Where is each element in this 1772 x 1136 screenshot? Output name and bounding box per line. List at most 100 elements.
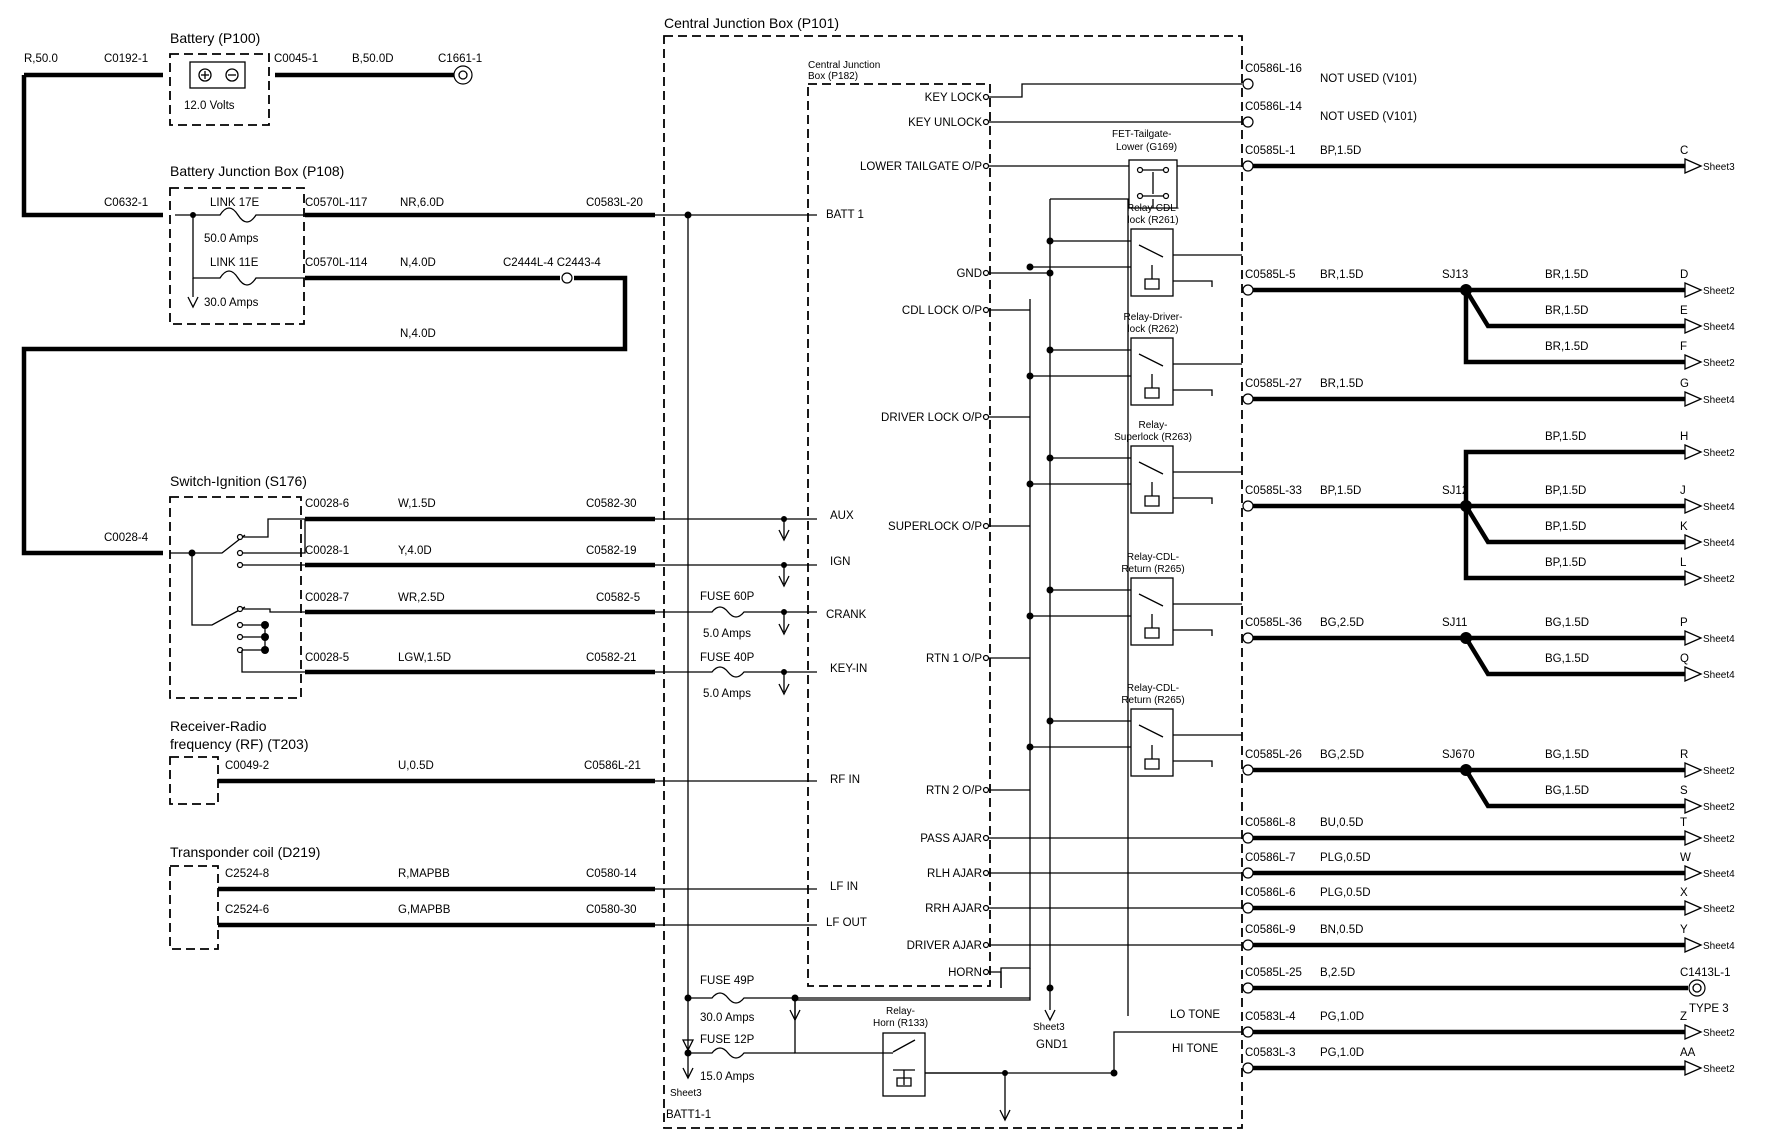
relay-coil-link [1173,760,1213,767]
ign-row3-conn: C0028-5 [305,652,349,664]
sheet-arrow-icon [1684,158,1703,174]
connector-pin-icon [1242,939,1254,951]
output-letter: AA [1680,1047,1696,1059]
end-conn: C1413L-1 [1680,967,1731,979]
output-conn: C0585L-26 [1245,749,1302,761]
connector-pin-icon [1242,832,1254,844]
sheet-ref: Sheet4 [1703,670,1735,681]
relay-coil-link [1173,389,1213,396]
output-wire-label: PLG,0.5D [1320,887,1371,899]
sheet-arrow-icon [1684,1024,1703,1040]
inner-pin-label: RTN 2 O/P [926,785,982,797]
bjb-link2-amps: 30.0 Amps [204,297,259,309]
connector-pin-icon [1242,902,1254,914]
branch-letter: H [1680,431,1688,443]
receiver-title-2: frequency (RF) (T203) [170,736,308,752]
bjb-link2: LINK 11E [210,257,259,269]
pin-terminal [982,269,990,277]
sheet-ref: Sheet3 [1703,162,1735,173]
relay-group: Relay-CDL-lock (R261)Relay-Driver-lock (… [1026,203,1242,777]
branch-wire-label: BP,1.5D [1545,557,1586,569]
pin-crank: CRANK [826,609,867,621]
pin-terminal [982,786,990,794]
sheet-ref: Sheet2 [1703,802,1735,813]
relay-coil-icon [1138,353,1164,399]
relay-coil-link [1173,629,1213,636]
output-letter: Y [1680,924,1688,936]
sheet-arrow-icon [1684,937,1703,953]
ign-row2-conn: C0028-7 [305,592,349,604]
ign-row2-cjb: C0582-5 [596,592,640,604]
relay-coil-icon [1138,461,1164,507]
output-wire-label: BR,1.5D [1320,269,1363,281]
tr-row0-cjb: C0580-14 [586,868,637,880]
splice-label: SJ13 [1442,269,1468,281]
pin-lf-out: LF OUT [826,917,867,929]
output-conn: C0583L-3 [1245,1047,1296,1059]
battery-out-wire: B,50.0D [352,53,394,65]
lo-tone-label: LO TONE [1170,1009,1220,1021]
pin-terminal [982,904,990,912]
relay-coil-link [1173,280,1213,287]
branch-letter: J [1680,485,1686,497]
sheet-arrow-icon [1684,666,1703,682]
cjb-batt-pin: BATT 1 [826,209,864,221]
output-conn: C0585L-36 [1245,617,1302,629]
sheet-arrow-icon [1684,570,1703,586]
output-letter: Z [1680,1011,1687,1023]
fuse12-amps: 15.0 Amps [700,1071,755,1083]
branch-letter: L [1680,557,1687,569]
sheet-arrow-icon [1684,830,1703,846]
output-wire-label: BN,0.5D [1320,924,1363,936]
relay-title-1: Relay-CDL- [1127,552,1179,563]
pin-rf-in: RF IN [830,774,860,786]
sheet-ref: Sheet4 [1703,395,1735,406]
ign-row3-cjb: C0582-21 [586,652,637,664]
fuse60-label: FUSE 60P [700,591,755,603]
connector-pin-icon [1242,78,1254,90]
relay-title-1: Relay- [1139,420,1168,431]
pin-terminal [982,118,990,126]
ignition-in-conn: C0028-4 [104,532,149,544]
battery-out-conn: C0045-1 [274,53,318,65]
ign-row1-conn: C0028-1 [305,545,349,557]
sheet-ref: Sheet4 [1703,941,1735,952]
branch-wire-label: BP,1.5D [1545,521,1586,533]
inner-pin-label: RTN 1 O/P [926,653,982,665]
sheet-arrow-icon [1684,282,1703,298]
relay-coil-icon [1138,724,1164,770]
inner-pin-label: DRIVER AJAR [907,940,982,952]
inner-pin-label: RRH AJAR [925,903,982,915]
sheet-ref: Sheet2 [1703,1028,1735,1039]
battery-feed-wire: R,50.0 [24,53,58,65]
connector-pin-icon [1242,1062,1254,1074]
sheet-ref: Sheet4 [1703,538,1735,549]
pin-terminal [982,834,990,842]
branch-letter: D [1680,269,1688,281]
pin-terminal [982,162,990,170]
fuse40-amps: 5.0 Amps [703,688,751,700]
sheet-ref: Sheet2 [1703,766,1735,777]
battery-voltage: 12.0 Volts [184,100,235,112]
connector-pin-icon [1242,764,1254,776]
connector-pin-icon [1242,632,1254,644]
bjb-link1-amps: 50.0 Amps [204,233,259,245]
connector-pin-icon [1242,116,1254,128]
output-wire-label: B,2.5D [1320,967,1355,979]
output-wire-label: BR,1.5D [1320,378,1363,390]
output-letter: G [1680,378,1689,390]
output-wire-label: BG,2.5D [1320,749,1364,761]
ground-eyelet-icon [1688,979,1706,997]
sheet-ref: Sheet2 [1703,904,1735,915]
sheet-ref: Sheet4 [1703,869,1735,880]
battery-junction-box: Battery Junction Box (P108) C0632-1 LINK… [21,163,655,556]
sheet-ref: Sheet2 [1703,1064,1735,1075]
branch-wire-label: BR,1.5D [1545,305,1588,317]
relay-1: Relay-Driver-lock (R262) [1026,312,1242,406]
